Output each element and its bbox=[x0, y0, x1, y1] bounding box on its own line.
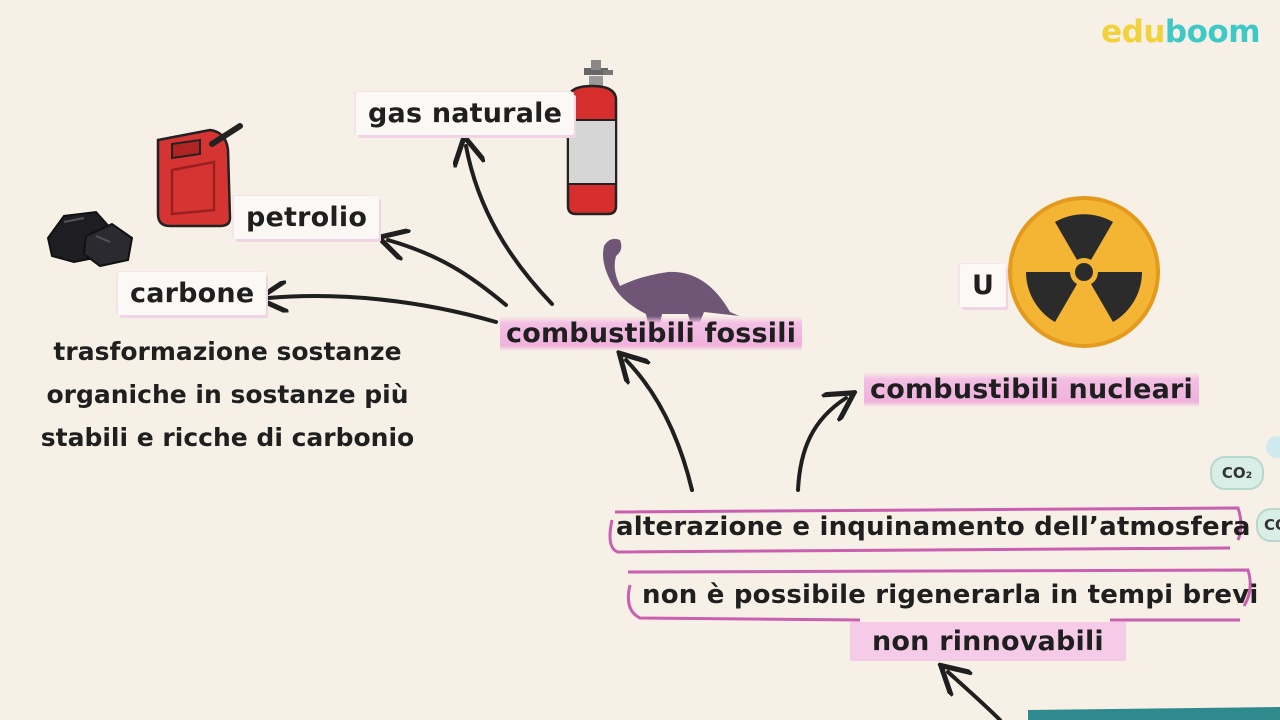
label-gas-naturale: gas naturale bbox=[356, 92, 575, 135]
label-rigenerare: non è possibile rigenerarla in tempi bre… bbox=[642, 580, 1259, 610]
label-combustibili-fossili: combustibili fossili bbox=[500, 316, 803, 351]
coal-icon bbox=[46, 210, 134, 268]
arrow-to-petrolio bbox=[388, 240, 508, 307]
bubble-decoration bbox=[1266, 436, 1280, 458]
label-uranio: U bbox=[960, 264, 1007, 307]
co2-bubble-partial: CO bbox=[1256, 508, 1280, 542]
frame-alterazione bbox=[608, 506, 1243, 554]
paragraph-line-3: stabili e ricche di carbonio bbox=[40, 423, 415, 452]
logo-part-boom: boom bbox=[1164, 14, 1261, 50]
gas-cylinder-icon bbox=[566, 60, 618, 216]
dinosaur-icon bbox=[603, 238, 741, 324]
jerrycan-icon bbox=[156, 123, 243, 228]
label-carbone: carbone bbox=[118, 272, 267, 315]
arrow-to-gas bbox=[466, 146, 554, 306]
co2-bubble: CO₂ bbox=[1210, 456, 1264, 490]
arrow-to-fossili bbox=[626, 360, 694, 492]
label-non-rinnovabili: non rinnovabili bbox=[850, 622, 1126, 661]
frame-rigenerare bbox=[626, 568, 1252, 622]
arrow-to-rinnovabili bbox=[948, 672, 1002, 720]
teal-strip bbox=[1028, 707, 1280, 720]
paragraph-line-2: organiche in sostanze più bbox=[46, 380, 409, 409]
label-combustibili-nucleari: combustibili nucleari bbox=[864, 372, 1199, 407]
paragraph-line-1: trasformazione sostanze bbox=[53, 337, 402, 366]
logo-part-edu: edu bbox=[1101, 14, 1165, 50]
label-alterazione: alterazione e inquinamento dell’atmosfer… bbox=[616, 512, 1251, 542]
eduboom-logo: eduboom bbox=[1101, 14, 1260, 50]
arrow-to-carbone bbox=[268, 296, 498, 324]
arrow-to-nucleari bbox=[796, 398, 846, 492]
label-petrolio: petrolio bbox=[234, 196, 380, 239]
trasformazione-paragraph: trasformazione sostanze organiche in sos… bbox=[20, 330, 435, 459]
radioactive-icon bbox=[1008, 196, 1160, 348]
